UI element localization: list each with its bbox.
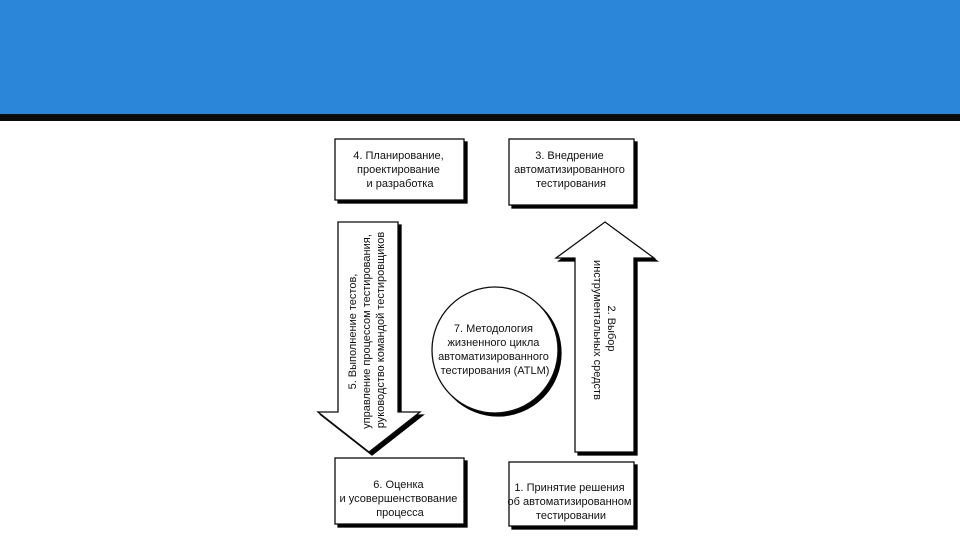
step-6-line-3: процесса (376, 507, 424, 519)
step-5-line-2: управление процессом тестирования, (361, 234, 373, 429)
step-2-line-1: 2. Выбор (605, 305, 617, 351)
step-4-line-2: проектирование (357, 164, 440, 176)
step-1-line-2: об автоматизированном (507, 496, 631, 508)
center-line-2: жизненного цикла (448, 337, 541, 349)
step-1-line-1: 1. Принятие решения (514, 482, 624, 494)
center-line-3: автоматизированного (438, 351, 549, 363)
center-line-1: 7. Методология (454, 323, 533, 335)
step-2-arrow: 2. Выбор инструментальных средств (554, 221, 656, 453)
svg-text:1. Принятие решения об а: 1. Принятие решения об автоматизированно… (507, 482, 634, 522)
step-6-line-2: и усовершенствование (340, 493, 458, 505)
step-6-line-1: 6. Оценка (373, 479, 424, 491)
svg-text:7. Методология жизненног: 7. Методология жизненного цикла автомати… (438, 323, 552, 377)
header-bar (0, 0, 960, 114)
step-6-box: 6. Оценка и усовершенствование процесса (334, 457, 465, 525)
svg-text:2. Выбор инструментальны: 2. Выбор инструментальных средств (591, 260, 617, 400)
step-3-line-1: 3. Внедрение (535, 150, 604, 162)
svg-text:4. Планирование, проекти: 4. Планирование, проектирование и разраб… (353, 150, 446, 190)
svg-text:3. Внедрение автоматизир: 3. Внедрение автоматизированного тестиро… (514, 150, 628, 190)
step-7-circle: 7. Методология жизненного цикла автомати… (431, 286, 559, 414)
step-4-line-1: 4. Планирование, (353, 150, 443, 162)
step-5-line-1: 5. Выполнение тестов, (347, 274, 359, 390)
step-2-line-2: инструментальных средств (591, 260, 603, 400)
step-4-box: 4. Планирование, проектирование и разраб… (334, 138, 465, 201)
step-5-line-3: руководство командой тестировщиков (375, 232, 387, 429)
step-5-arrow: 5. Выполнение тестов, управление процесс… (316, 221, 422, 453)
step-1-box: 1. Принятие решения об автоматизированно… (507, 461, 635, 527)
step-3-box: 3. Внедрение автоматизированного тестиро… (508, 138, 635, 206)
svg-text:6. Оценка и усовершенств: 6. Оценка и усовершенствование процесса (340, 479, 461, 519)
header-divider (0, 114, 960, 121)
svg-text:5. Выполнение тестов, уп: 5. Выполнение тестов, управление процесс… (347, 231, 387, 429)
step-3-line-3: тестирования (536, 178, 606, 190)
step-4-line-3: и разработка (367, 178, 435, 190)
step-1-line-3: тестировании (536, 510, 606, 522)
center-line-4: тестирования (ATLM) (441, 365, 550, 377)
step-3-line-2: автоматизированного (514, 164, 625, 176)
